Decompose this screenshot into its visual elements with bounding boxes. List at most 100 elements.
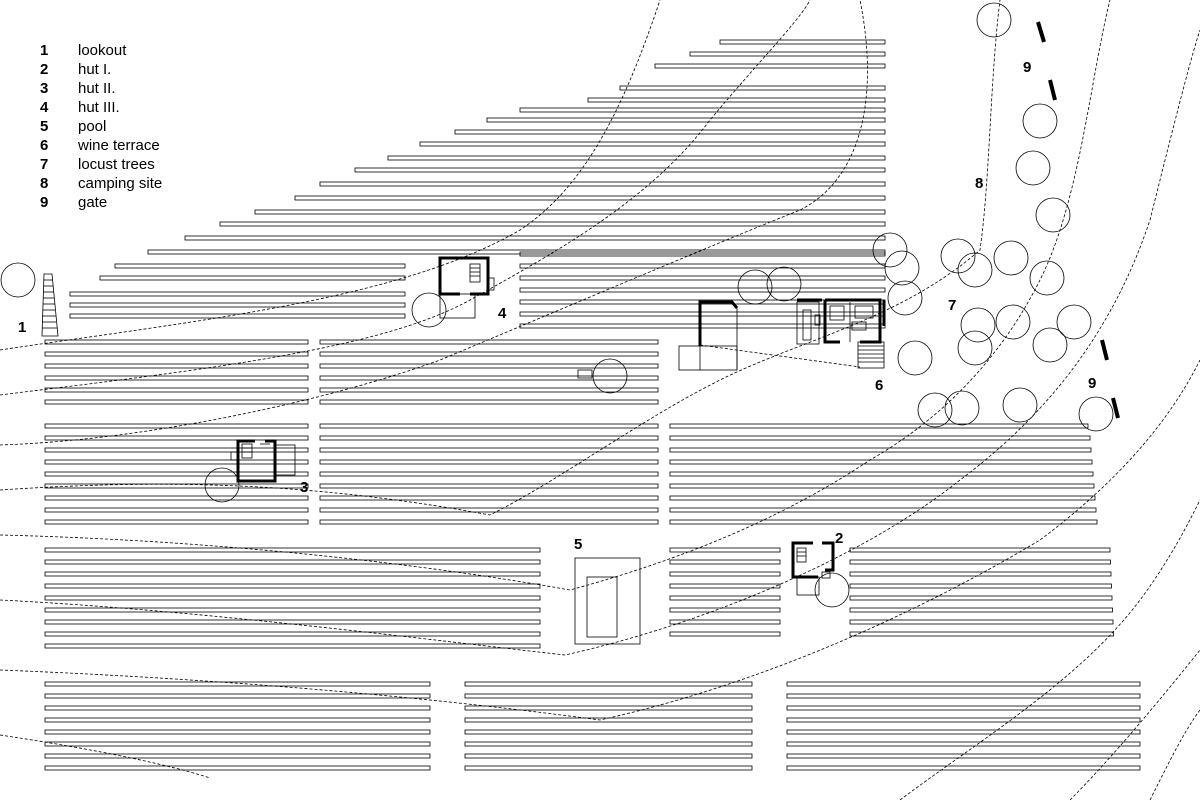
legend-number: 9 [40,194,48,211]
vineyard-row [44,519,309,525]
vineyard-row [669,631,781,637]
vineyard-row [319,399,659,405]
vineyard-row [44,423,309,429]
vineyard-row [486,117,886,123]
vineyard-row [44,607,541,613]
wine-terrace [678,298,886,371]
vineyard-row [669,507,1097,513]
vineyard-row [99,275,406,281]
tree-icon [1002,387,1038,423]
legend-item: 5 pool [40,118,106,135]
legend-item: 9 gate [40,194,107,211]
label-hut-ii: 3 [300,479,308,496]
vineyard-row [786,741,1141,747]
vineyard-row [464,753,753,759]
gate-post [1100,339,1109,361]
vineyard-row [786,681,1141,687]
hut-i-walls [791,541,818,579]
lookout-outline [41,273,59,337]
vineyard-row [184,235,886,241]
vineyard-row [654,63,886,69]
vineyard-row [669,483,1095,489]
vineyard-row [387,155,886,161]
vineyard-row [44,595,541,601]
gate-post [1048,79,1057,101]
legend-label: lookout [78,42,127,59]
vineyard-row [44,375,309,381]
vineyard-row [669,607,781,613]
tree-icon [1078,396,1114,432]
vineyard-row [319,351,659,357]
vineyard-row [464,717,753,723]
vineyard-row [319,483,659,489]
legend-label: camping site [78,175,162,192]
tree-icon [872,232,908,268]
tree-icon [1032,327,1068,363]
hut-i-walls [822,541,835,572]
hut-ii [230,439,296,483]
vineyard-row [464,681,753,687]
contour-line [1069,649,1200,800]
label-gate-top: 9 [1023,59,1031,76]
legend: 1 lookout 2 hut I. 3 hut II. 4 hut III. … [40,42,162,211]
legend-label: wine terrace [77,137,160,154]
legend-label: hut III. [78,99,120,116]
tree-icon [917,392,953,428]
vineyard-row [669,595,781,601]
vineyard-row [44,631,541,637]
vineyard-row [669,423,1089,429]
vineyard-row [849,631,1114,637]
vineyard-row [44,447,309,453]
legend-item: 4 hut III. [40,99,120,116]
vineyard-row [319,387,659,393]
vineyard-row [619,85,886,91]
vineyard-row [44,583,541,589]
vineyard-row [69,291,406,297]
vineyard-row [669,583,781,589]
hut-ii-walls [236,439,277,483]
vineyard-row [44,399,309,405]
legend-number: 8 [40,175,48,192]
vineyard-row [669,619,781,625]
vineyard-row [69,302,406,308]
vineyard-row [44,693,431,699]
label-gate-bottom: 9 [1088,375,1096,392]
vineyard-row [44,459,309,465]
tree-icon [887,280,923,316]
contour-line [0,0,1001,516]
tree-icon [897,340,933,376]
vineyard-row [44,387,309,393]
legend-number: 2 [40,61,48,78]
label-locust-trees: 7 [948,297,956,314]
tree-icon [957,252,993,288]
tree-icon [411,292,447,328]
hut-i [791,541,835,596]
contour-line [899,499,1200,800]
vineyard-row [454,129,886,135]
tree-icon [0,262,36,298]
legend-label: pool [78,118,106,135]
vineyard-row [319,181,886,187]
vineyard-row [689,51,886,57]
legend-item: 7 locust trees [40,156,155,173]
bench [577,369,593,379]
legend-item: 8 camping site [40,175,162,192]
legend-number: 4 [40,99,49,116]
vineyard-row [669,495,1096,501]
vineyard-row [319,495,659,501]
vineyard-row [319,459,659,465]
vineyard-row [669,547,781,553]
tree-icon [1022,103,1058,139]
vineyard-row [319,519,659,525]
tree-icon [957,330,993,366]
vineyard-row [319,471,659,477]
vineyard-row [464,705,753,711]
vineyard-row [44,483,309,489]
vineyard-row [519,263,886,269]
vineyard-row [319,507,659,513]
vineyard-row [319,375,659,381]
gate-post [1111,397,1120,419]
gate-post [1036,21,1046,43]
legend-number: 6 [40,137,48,154]
